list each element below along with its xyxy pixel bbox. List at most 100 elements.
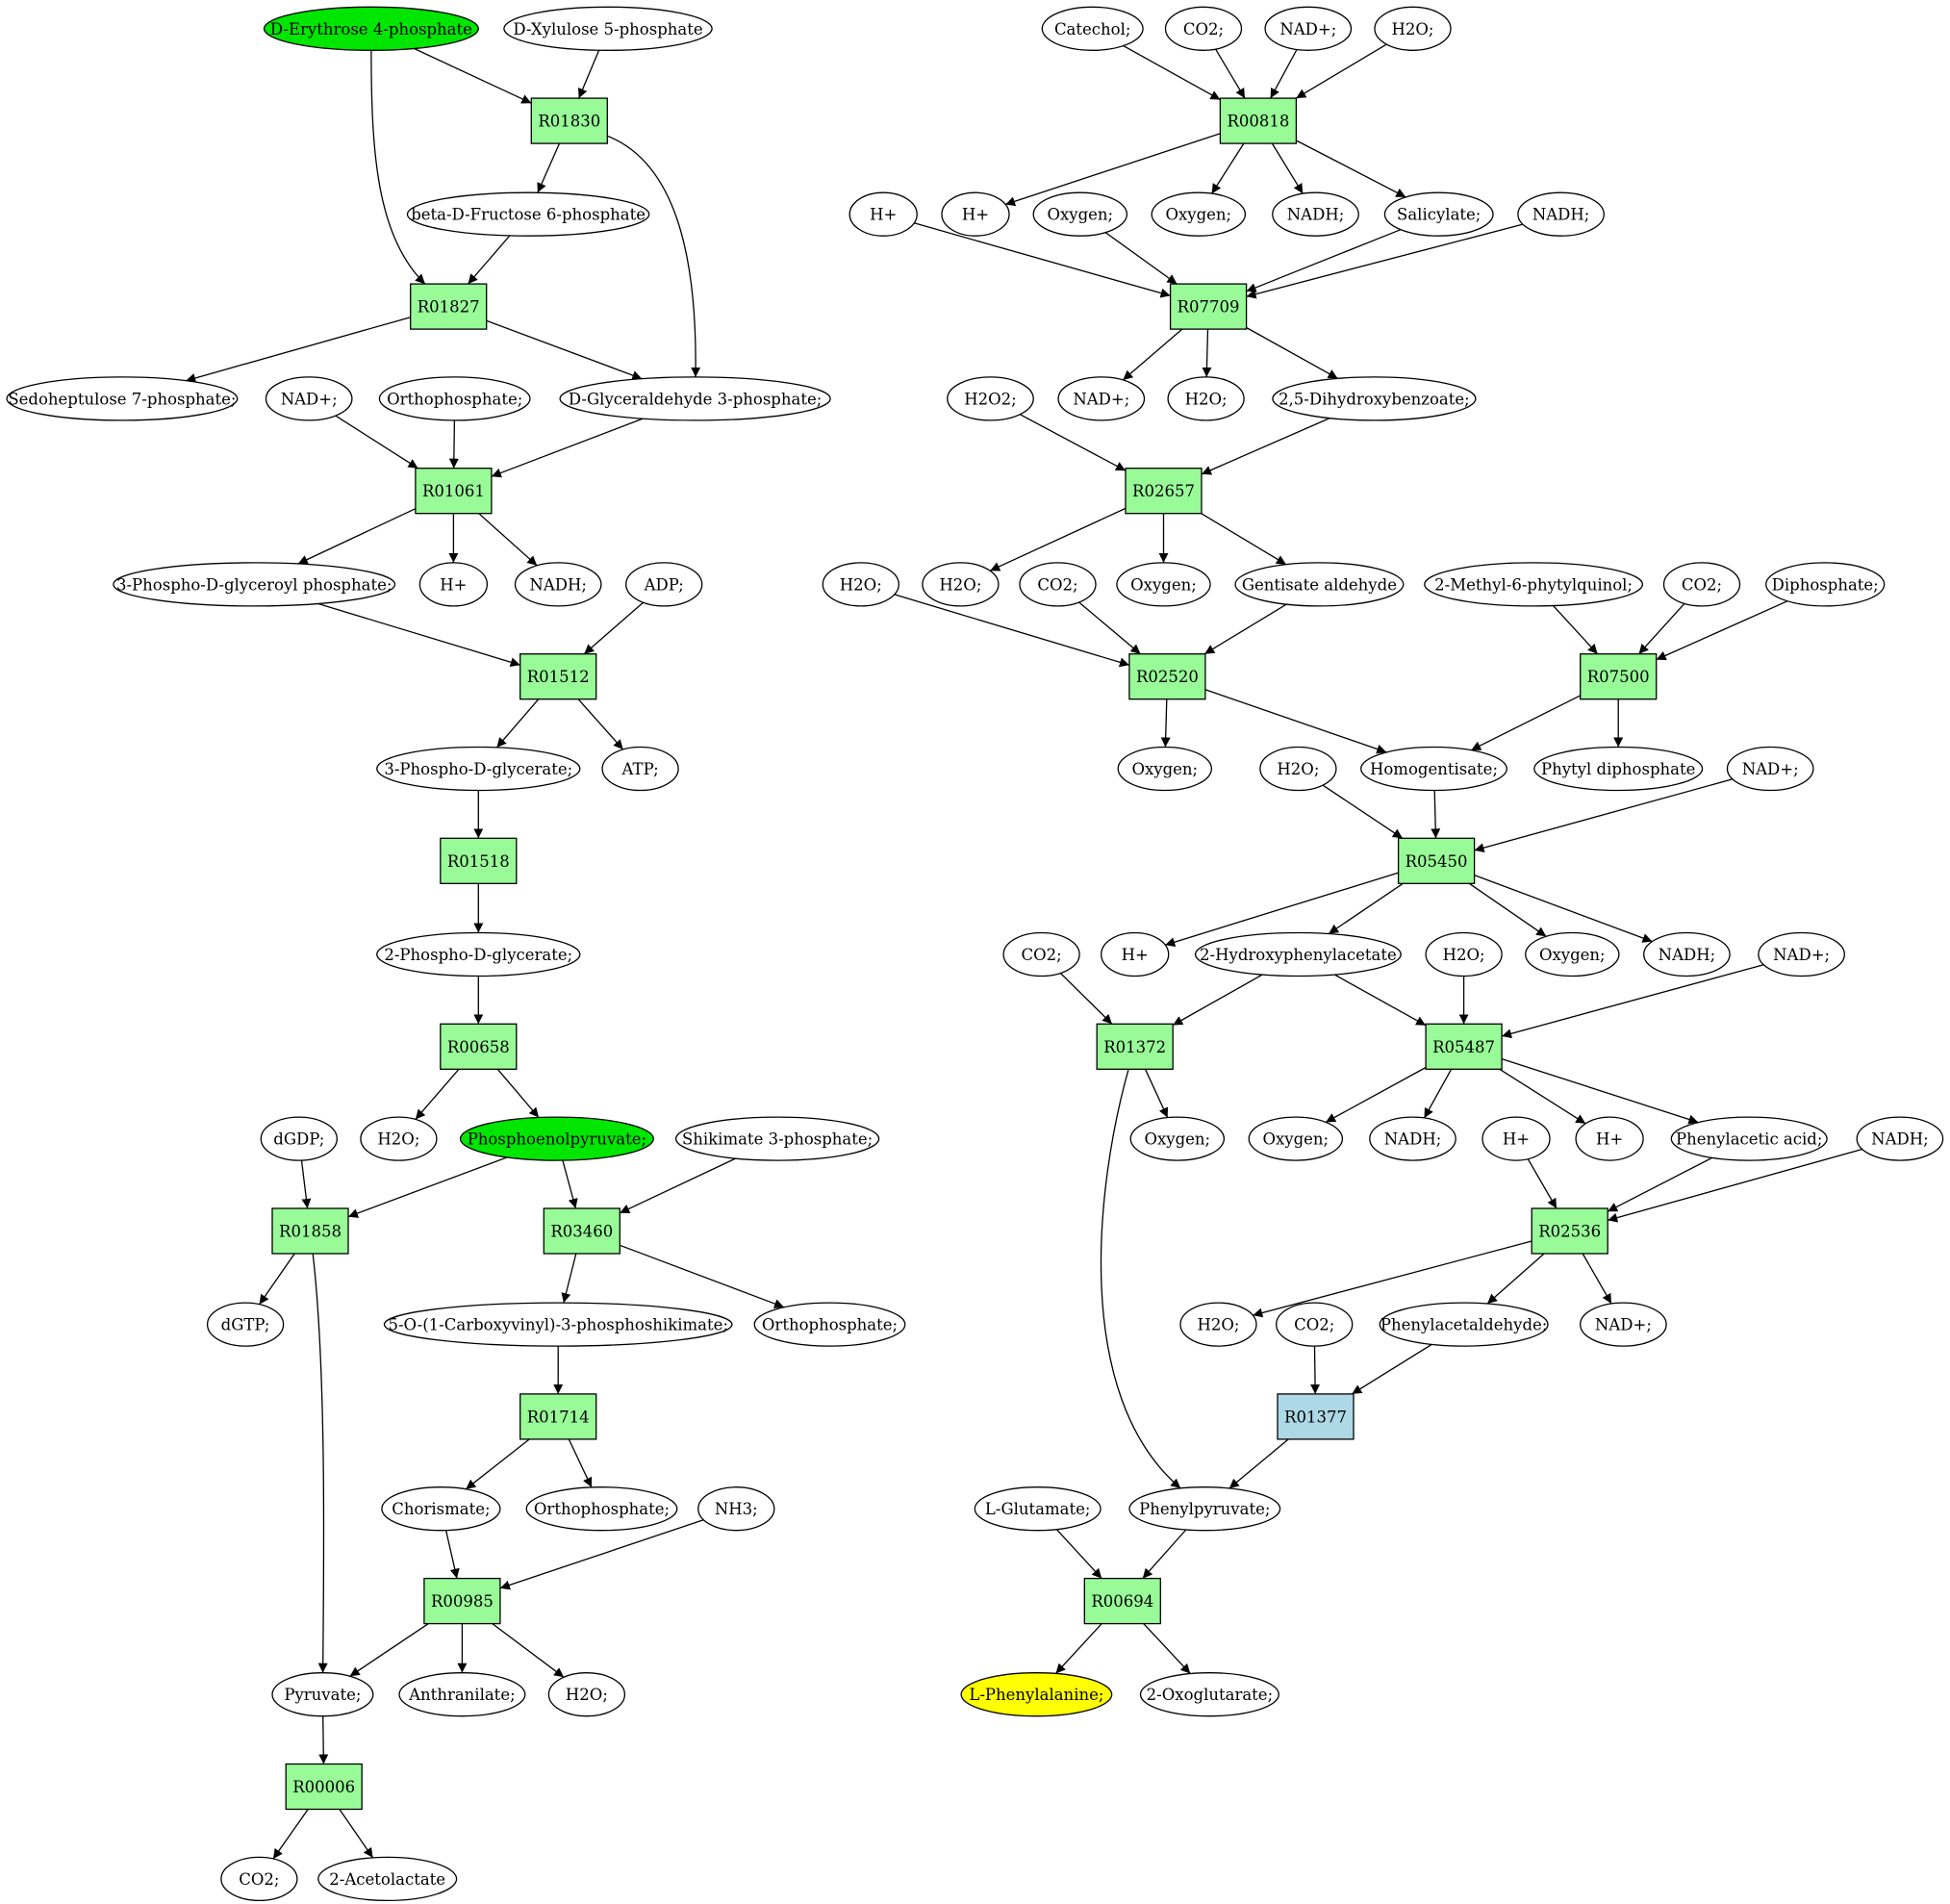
compound-node-nadh1: NADH;: [514, 562, 602, 607]
edge-R01858-to-c_pyr: [312, 1253, 328, 1673]
edge-R01061-to-c_nadh1: [478, 513, 538, 567]
compound-label: Diphosphate;: [1772, 575, 1879, 594]
compound-ellipse: [525, 1486, 678, 1532]
compound-ellipse: [381, 1486, 501, 1532]
compound-node-oxy1: Oxygen;: [1032, 191, 1128, 237]
edge-c_ppi-to-R07500: [1656, 600, 1788, 661]
compound-node-e4p: D-Erythrose 4-phosphate: [263, 6, 479, 51]
edge-c_co2e-to-R01372: [1059, 973, 1113, 1025]
edge-c_pacal-to-R01377: [1351, 1343, 1432, 1395]
edge-c_paa-to-R02536: [1607, 1156, 1712, 1212]
compound-label: H2O;: [566, 1686, 608, 1704]
compound-node-chor: Chorismate;: [381, 1486, 501, 1532]
compound-label: H2O;: [1277, 760, 1319, 778]
edge-R05487-to-c_nadh5: [1423, 1068, 1453, 1119]
edge-R00006-to-c_acl: [339, 1809, 374, 1859]
reaction-label: R01827: [418, 298, 480, 317]
edge-c_g3p-to-R01061: [491, 418, 644, 478]
edge-R03460-to-c_epsp: [561, 1253, 577, 1304]
reaction-node-r01372: R01372: [1096, 1023, 1174, 1070]
compound-node-co2e: CO2;: [1002, 931, 1080, 977]
edge-R01512-to-c_atp: [577, 698, 624, 750]
reaction-label: R01377: [1284, 1408, 1347, 1426]
compound-ellipse: [1758, 931, 1845, 977]
compound-ellipse: [1164, 6, 1243, 51]
edge-R01827-to-c_g3p: [486, 319, 643, 380]
compound-ellipse: [974, 1486, 1102, 1532]
compound-node-nadh4: NADH;: [1643, 931, 1731, 977]
reaction-box: [530, 97, 608, 144]
compound-node-pep: Phosphoenolpyruvate;: [459, 1116, 654, 1161]
compound-ellipse: [1129, 1116, 1226, 1161]
edge-R05487-to-c_oxy7: [1325, 1066, 1427, 1123]
edge-c_ppyr-to-R00694: [1142, 1529, 1187, 1580]
compound-node-f6p: beta-D-Fructose 6-phosphate: [406, 191, 650, 237]
edge-c_2hpa-to-R01372: [1172, 974, 1263, 1027]
compound-label: 2-Phospho-D-glycerate;: [384, 946, 572, 964]
compound-ellipse: [547, 1672, 626, 1717]
compound-node-nadh2: NADH;: [1272, 191, 1359, 237]
compound-node-phpp: Phytyl diphosphate: [1533, 746, 1704, 792]
edge-R05487-to-c_h6: [1499, 1068, 1586, 1125]
compound-node-h2: H+: [848, 191, 918, 237]
edge-c_e4p-to-R01827: [370, 50, 426, 285]
compound-label: H2O;: [1443, 946, 1485, 964]
compound-label: Orthophosphate;: [762, 1316, 898, 1334]
reaction-node-r01714: R01714: [519, 1393, 597, 1440]
edge-R01858-to-c_dgtp: [259, 1253, 295, 1306]
compound-label: CO2;: [1183, 20, 1224, 38]
compound-label: NAD+;: [1073, 390, 1129, 408]
compound-ellipse: [1374, 6, 1452, 51]
compound-label: L-Phenylalanine;: [969, 1686, 1103, 1704]
compound-label: 2,5-Dihydroxybenzoate;: [1279, 390, 1470, 408]
compound-node-hga: Homogentisate;: [1360, 746, 1507, 792]
compound-node-cat: Catechol;: [1041, 6, 1144, 51]
compound-label: Phenylpyruvate;: [1139, 1500, 1270, 1518]
reaction-box: [519, 1393, 597, 1440]
compound-node-nad6: NAD+;: [1580, 1302, 1667, 1347]
edge-R02536-to-c_pacal: [1486, 1253, 1545, 1305]
compound-label: H+: [440, 575, 467, 594]
compound-ellipse: [317, 1856, 458, 1902]
compound-node-pyr: Pyruvate;: [271, 1672, 374, 1717]
compound-label: 2-Methyl-6-phytylquinol;: [1434, 575, 1633, 594]
compound-node-epsp: 5-O-(1-Carboxyvinyl)-3-phosphoshikimate;: [383, 1302, 733, 1347]
edge-c_nad5-to-R05487: [1501, 964, 1764, 1039]
reaction-node-r00985: R00985: [423, 1577, 501, 1625]
reaction-label: R01518: [447, 852, 510, 871]
compound-label: CO2;: [239, 1870, 279, 1889]
compound-node-pacal: Phenylacetaldehyde;: [1379, 1302, 1549, 1347]
reaction-box: [1128, 653, 1206, 700]
compound-ellipse: [1369, 1116, 1456, 1161]
compound-label: H+: [1122, 946, 1149, 964]
compound-ellipse: [378, 376, 531, 421]
compound-label: dGTP;: [221, 1316, 270, 1334]
compound-label: H2O;: [939, 575, 981, 594]
compound-label: NAD+;: [1595, 1316, 1652, 1334]
reaction-box: [1580, 653, 1658, 700]
compound-label: D-Glyceraldehyde 3-phosphate;: [569, 390, 822, 408]
reaction-node-r01061: R01061: [415, 468, 493, 515]
reaction-box: [1169, 283, 1248, 330]
compound-node-co2f: CO2;: [1276, 1302, 1354, 1347]
compound-ellipse: [1272, 376, 1477, 421]
edge-R03460-to-c_pi2: [620, 1244, 785, 1308]
compound-ellipse: [1517, 191, 1605, 237]
reaction-node-r00658: R00658: [440, 1023, 518, 1070]
reaction-node-r00006: R00006: [285, 1763, 363, 1811]
edge-c_h2o2b-to-R02657: [1019, 414, 1127, 471]
edge-R07709-to-c_dhb: [1246, 326, 1338, 379]
compound-node-phe: L-Phenylalanine;: [960, 1672, 1113, 1717]
edge-R05487-to-c_paa: [1501, 1057, 1699, 1125]
compound-node-pi1: Orthophosphate;: [378, 376, 531, 421]
compound-label: Phosphoenolpyruvate;: [468, 1130, 646, 1149]
reaction-box: [519, 653, 597, 700]
compound-ellipse: [376, 746, 581, 792]
reaction-node-r05450: R05450: [1397, 837, 1476, 884]
compound-label: NAD+;: [281, 390, 338, 408]
edge-c_h2o5-to-R02520: [894, 594, 1130, 668]
edge-c_pi1-to-R01061: [448, 419, 459, 469]
compound-ellipse: [1179, 1302, 1257, 1347]
compound-ellipse: [960, 1672, 1113, 1717]
compound-label: 5-O-(1-Carboxyvinyl)-3-phosphoshikimate;: [388, 1316, 727, 1334]
